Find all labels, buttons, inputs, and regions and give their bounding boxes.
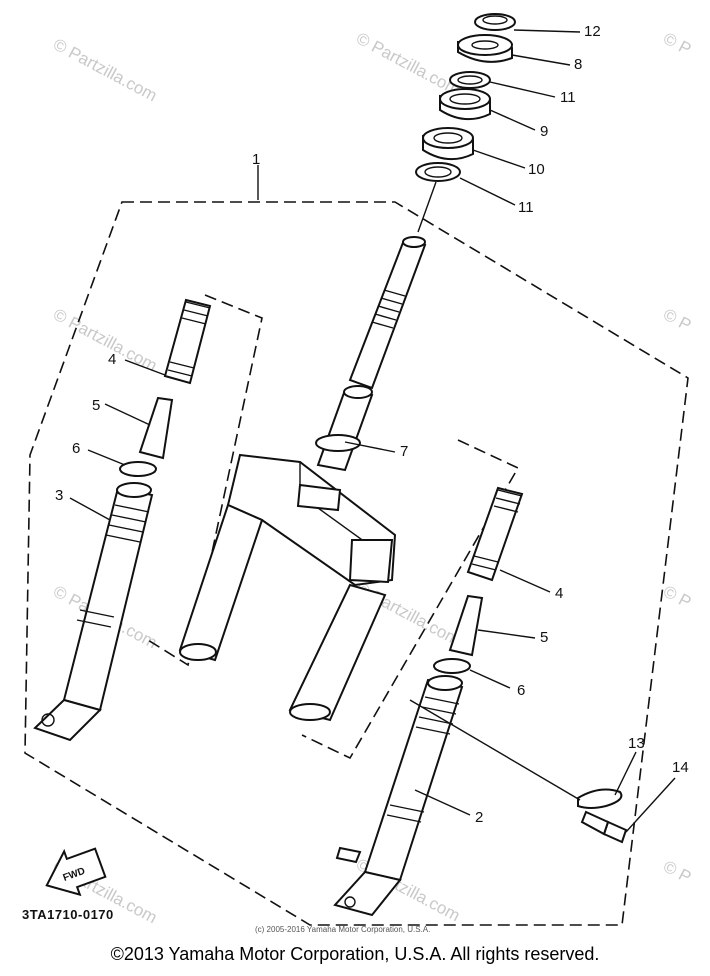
assembly-boundary	[24, 201, 689, 926]
diagram-code: 3TA1710-0170	[22, 907, 114, 922]
watermark-8: © P	[660, 582, 694, 612]
callout-6-left: 6	[72, 440, 80, 457]
callout-9: 9	[540, 123, 548, 140]
part-11-ball-race-upper	[449, 71, 491, 89]
part-11-ball-race-lower	[415, 162, 461, 182]
steering-head-stack	[415, 13, 516, 233]
part-6-ring-left	[119, 461, 157, 477]
callout-labels: 12 8 11 9 10 11 1 4 5 6 3 7 4 5 6 2 13 1…	[55, 23, 689, 826]
part-6-ring-right	[433, 658, 471, 674]
part-2-outer-tube-right	[333, 675, 464, 917]
callout-4-right: 4	[555, 585, 563, 602]
callout-14: 14	[672, 759, 689, 776]
callout-13: 13	[628, 735, 645, 752]
watermark-1: © Partzilla.com	[50, 35, 160, 106]
left-fork-leg	[33, 298, 212, 742]
callout-10: 10	[528, 161, 545, 178]
callout-2: 2	[475, 809, 483, 826]
watermark-5: © P	[660, 305, 694, 335]
part-4-spring-right	[466, 486, 524, 582]
part-13-clip	[409, 699, 623, 809]
callout-11-upper: 11	[560, 89, 576, 106]
stack-alignment-line	[417, 181, 437, 233]
part-9-upper-race	[439, 88, 491, 121]
watermark-4: © Partzilla.com	[50, 305, 160, 376]
callout-5-left: 5	[92, 397, 100, 414]
part-3-outer-tube-left	[33, 482, 154, 742]
callout-1: 1	[252, 151, 260, 168]
part-12-ring-nut	[474, 13, 516, 31]
right-fork-leg	[333, 486, 524, 917]
callout-4-left: 4	[108, 351, 116, 368]
part-4-spring-left	[163, 298, 212, 385]
left-fork-group-box	[147, 294, 263, 667]
fwd-arrow: FWD	[45, 847, 107, 897]
small-copyright: (c) 2005-2016 Yamaha Motor Corporation, …	[255, 925, 430, 934]
callout-11-lower: 11	[518, 199, 534, 216]
callout-12: 12	[584, 23, 601, 40]
callout-8: 8	[574, 56, 582, 73]
watermark-3: © P	[660, 29, 694, 59]
inner-fork-tubes	[178, 503, 387, 722]
part-10-lower-race	[422, 127, 474, 161]
part-8-cover	[457, 34, 513, 63]
leader-lines	[69, 29, 676, 833]
callout-7: 7	[400, 443, 408, 460]
part-5-collar-right	[448, 594, 484, 657]
callout-3: 3	[55, 487, 63, 504]
watermark-11: © P	[660, 857, 694, 887]
footer-copyright: ©2013 Yamaha Motor Corporation, U.S.A. A…	[110, 944, 600, 964]
part-14-bolt	[580, 810, 628, 844]
callout-5-right: 5	[540, 629, 548, 646]
callout-6-right: 6	[517, 682, 525, 699]
part-7-steering-stem-bracket	[226, 236, 427, 587]
watermark-2: © Partzilla.com	[353, 29, 463, 100]
part-5-collar-left	[138, 396, 174, 460]
